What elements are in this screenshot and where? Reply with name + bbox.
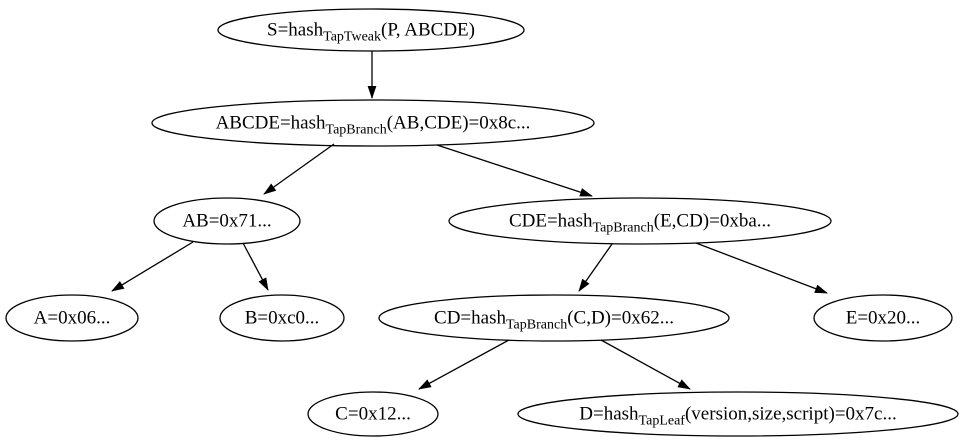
node-text: AB=0x71... [182, 210, 272, 232]
node-text: S=hash [267, 19, 324, 41]
edge-AB-A [111, 241, 194, 292]
node-label-C: C=0x12... [335, 405, 411, 424]
node-ellipse-C [307, 391, 439, 437]
node-subscript: TapBranch [505, 317, 568, 333]
node-text: CDE=hash [508, 210, 593, 232]
node-label-D: D=hashTapLeaf(version,size,script)=0x7c.… [579, 403, 897, 429]
node-text: CD=hash [434, 307, 506, 329]
node-text: E=0x20... [845, 307, 921, 329]
node-text: B=0xc0... [244, 307, 320, 329]
node-label-S: S=hashTapTweak(P, ABCDE) [267, 19, 475, 45]
node-text: (P, ABCDE) [381, 19, 475, 41]
node-label-CDE: CDE=hashTapBranch(E,CD)=0xba... [508, 210, 772, 236]
node-ellipse-ABCDE [151, 99, 595, 147]
node-ellipse-E [813, 294, 953, 342]
edge-CDE-CD [578, 243, 613, 292]
node-ellipse-AB [153, 197, 301, 245]
node-ellipse-S [217, 8, 525, 52]
edge-ABCDE-AB [263, 143, 335, 195]
edge-CDE-E [695, 242, 828, 294]
node-label-E: E=0x20... [846, 309, 921, 328]
node-text: D=hash [579, 403, 639, 425]
node-label-B: B=0xc0... [245, 309, 320, 328]
node-text: ABCDE=hash [215, 112, 326, 134]
node-label-CD: CD=hashTapBranch(C,D)=0x62... [434, 307, 674, 333]
node-ellipse-CDE [448, 197, 832, 245]
node-label-ABCDE: ABCDE=hashTapBranch(AB,CDE)=0x8c... [215, 112, 531, 138]
edge-CD-D [600, 339, 691, 390]
node-subscript: TapLeaf [638, 413, 685, 429]
node-text: (E,CD)=0xba... [653, 210, 772, 232]
node-subscript: TapBranch [592, 220, 654, 236]
node-text: (version,size,script)=0x7c... [684, 403, 897, 425]
node-label-A: A=0x06... [34, 309, 111, 328]
node-ellipse-A [5, 294, 139, 342]
node-ellipse-B [219, 294, 345, 342]
node-subscript: TapBranch [325, 122, 387, 138]
node-ellipse-D [517, 391, 959, 437]
edge-CD-C [418, 339, 510, 390]
node-text: (AB,CDE)=0x8c... [386, 112, 531, 134]
node-text: C=0x12... [335, 403, 411, 425]
node-subscript: TapTweak [323, 29, 382, 45]
node-text: (C,D)=0x62... [567, 307, 674, 329]
node-ellipse-CD [378, 294, 730, 342]
node-label-AB: AB=0x71... [182, 212, 271, 231]
edge-ABCDE-CDE [436, 144, 593, 197]
node-text: A=0x06... [33, 307, 111, 329]
edge-AB-B [242, 242, 269, 291]
